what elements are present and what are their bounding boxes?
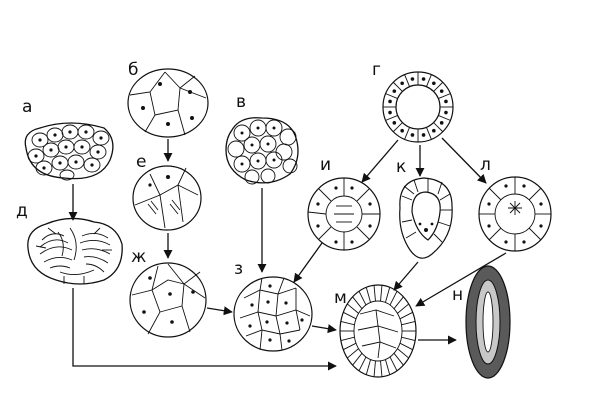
stage-zh-polygonal xyxy=(129,262,207,338)
stage-z-solid-mass xyxy=(233,276,313,352)
label-k: к xyxy=(396,157,406,177)
arrow-k-to-m xyxy=(393,261,419,291)
arrow-g-to-l xyxy=(441,137,487,184)
stage-d-rosettes xyxy=(27,217,123,285)
arrow-l-to-m xyxy=(415,252,507,307)
label-v: в xyxy=(236,92,246,112)
arrow-zh-to-z xyxy=(206,306,233,316)
arrow-d-to-m xyxy=(72,288,337,371)
label-l: л xyxy=(480,155,491,175)
arrow-z-to-m xyxy=(311,324,337,334)
stage-b-cleavage xyxy=(127,68,209,138)
label-n: н xyxy=(452,285,463,305)
stage-m-gastrula xyxy=(339,284,417,378)
label-i: и xyxy=(320,155,331,175)
stage-k-cup xyxy=(399,177,453,259)
label-b: б xyxy=(128,60,138,80)
stage-g-blastula xyxy=(382,71,454,143)
stage-v-morula xyxy=(225,117,299,185)
stage-n-shell xyxy=(465,265,511,379)
stage-i-cluster xyxy=(307,177,381,251)
stage-e-cleavage xyxy=(132,165,202,231)
stage-l-inner-cells xyxy=(478,176,552,252)
arrow-g-to-i xyxy=(361,139,399,183)
label-a: а xyxy=(22,97,32,117)
label-g: г xyxy=(372,60,381,80)
label-m: м xyxy=(334,288,347,308)
label-d: д xyxy=(16,201,28,221)
stage-a-morula-plate xyxy=(24,122,114,181)
label-zh: ж xyxy=(131,247,146,267)
label-e: е xyxy=(136,152,146,172)
arrow-i-to-z xyxy=(293,242,323,283)
arrows xyxy=(68,137,507,371)
label-z: з xyxy=(234,259,243,279)
